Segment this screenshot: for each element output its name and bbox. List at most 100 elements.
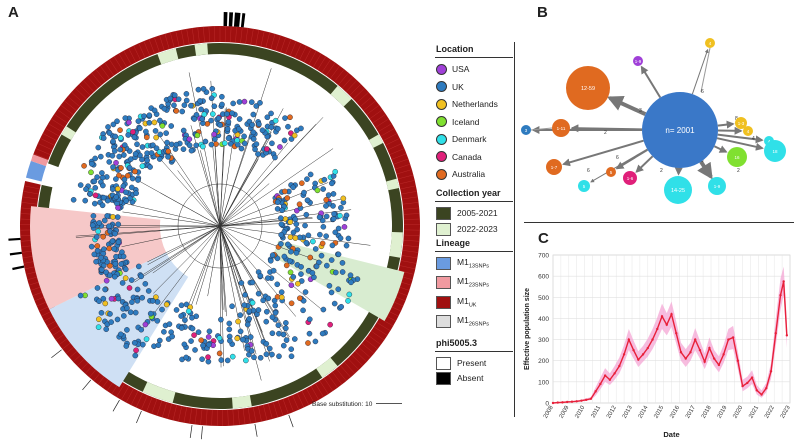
tree-tip bbox=[266, 345, 273, 352]
network-edge bbox=[562, 139, 644, 167]
tree-branch bbox=[262, 148, 334, 198]
tree-branch bbox=[272, 232, 371, 246]
legend-location-item: Iceland bbox=[436, 115, 479, 129]
tree-tip bbox=[259, 127, 266, 134]
tree-branch bbox=[219, 186, 227, 227]
tree-branch bbox=[221, 108, 226, 186]
tree-tip bbox=[122, 115, 129, 121]
data-point bbox=[561, 401, 564, 404]
network-edge-label: 8 bbox=[735, 116, 738, 122]
tree-tip bbox=[209, 85, 216, 92]
legend-location-label: UK bbox=[452, 81, 464, 92]
lineage-ring-tick bbox=[57, 109, 71, 120]
tree-tip bbox=[215, 115, 222, 122]
tree-tip bbox=[340, 195, 347, 202]
tree-tip bbox=[229, 353, 236, 360]
tree-tip bbox=[126, 119, 132, 126]
lineage-ring-tick bbox=[194, 408, 198, 425]
y-tick-label: 0 bbox=[545, 401, 549, 408]
data-point bbox=[632, 348, 635, 352]
tree-tip bbox=[178, 325, 185, 331]
lineage-ring-tick bbox=[373, 326, 388, 336]
tree-tip bbox=[164, 139, 170, 146]
lineage-ring-tick bbox=[354, 350, 367, 363]
tree-tip bbox=[320, 186, 326, 192]
tree-tip bbox=[127, 309, 134, 316]
tree-tip bbox=[307, 171, 314, 178]
tree-tip bbox=[332, 269, 339, 276]
lineage-ring-tick bbox=[78, 83, 91, 96]
legend-lineage-title: Lineage bbox=[436, 238, 471, 248]
tree-branch bbox=[219, 173, 224, 227]
legend-lineage-swatch bbox=[436, 315, 451, 328]
tree-tip bbox=[272, 154, 278, 161]
tree-branch bbox=[200, 150, 209, 183]
tree-branch bbox=[235, 282, 262, 381]
tree-tip bbox=[109, 152, 116, 159]
network-node-label: 1-3 bbox=[738, 121, 745, 126]
lineage-ring-tick bbox=[351, 354, 364, 367]
network-edge bbox=[691, 48, 709, 95]
tree-branch bbox=[171, 198, 221, 227]
tree-tip bbox=[165, 154, 171, 160]
legend-lineage-label: M123SNPs bbox=[457, 276, 489, 289]
tree-tip bbox=[303, 239, 310, 246]
year-ring-2022 bbox=[386, 178, 400, 191]
tree-tip bbox=[106, 159, 113, 165]
tree-branch bbox=[194, 225, 221, 260]
tree-tip bbox=[255, 151, 261, 157]
legend-year-item: 2022-2023 bbox=[436, 222, 498, 236]
lineage-ring-tick bbox=[250, 28, 254, 45]
tree-tip bbox=[329, 180, 335, 187]
tree-tip bbox=[234, 137, 240, 144]
tree-tip bbox=[121, 176, 128, 183]
tree-branch bbox=[75, 228, 180, 237]
tree-tip bbox=[264, 114, 271, 121]
tree-tip bbox=[181, 341, 188, 348]
tree-tip bbox=[117, 146, 124, 153]
lineage-ring-tick bbox=[40, 138, 55, 146]
data-point bbox=[651, 338, 654, 341]
lineage-ring-tick bbox=[118, 53, 128, 68]
tree-tip bbox=[134, 297, 141, 304]
tree-tip bbox=[92, 155, 98, 162]
year-ring-2022 bbox=[61, 126, 76, 140]
tree-tip bbox=[168, 123, 175, 129]
tree-tip bbox=[133, 190, 139, 197]
tree-tip bbox=[180, 127, 187, 134]
tree-tip bbox=[103, 277, 110, 284]
tree-tip bbox=[91, 251, 98, 258]
tree-tip bbox=[226, 326, 233, 333]
tree-tip bbox=[263, 308, 270, 315]
tree-tip bbox=[238, 280, 245, 286]
lineage-ring-tick bbox=[285, 38, 292, 55]
network-node-label: 3 bbox=[525, 128, 528, 133]
data-point bbox=[727, 338, 730, 341]
lineage-ring-tick bbox=[268, 403, 273, 420]
legend-phage-swatch bbox=[436, 356, 451, 370]
legend-location-label: USA bbox=[452, 64, 470, 74]
network-edge bbox=[717, 133, 764, 144]
y-tick-label: 100 bbox=[538, 379, 549, 386]
tree-tip bbox=[263, 351, 270, 358]
tree-tip bbox=[159, 306, 165, 313]
scale-bar-label: Base substitution: 10 bbox=[312, 401, 373, 408]
tree-tip bbox=[138, 326, 145, 333]
lineage-ring-tick bbox=[385, 138, 400, 146]
lineage-ring-tick bbox=[387, 143, 403, 151]
tree-tip bbox=[235, 126, 242, 132]
network-node bbox=[664, 176, 692, 204]
tree-tip bbox=[100, 182, 106, 189]
tree-tip bbox=[189, 314, 195, 321]
network-node-label: 12-59 bbox=[581, 86, 595, 92]
tree-tip bbox=[242, 292, 248, 298]
tree-tip bbox=[195, 329, 202, 335]
tree-tip bbox=[150, 142, 156, 148]
tree-branch bbox=[234, 135, 272, 200]
lineage-ring-tick bbox=[338, 72, 349, 86]
network-node-label: 14-25 bbox=[671, 188, 685, 194]
tree-tip bbox=[94, 285, 101, 291]
tree-tip bbox=[285, 123, 291, 130]
tree-tip bbox=[269, 252, 276, 258]
